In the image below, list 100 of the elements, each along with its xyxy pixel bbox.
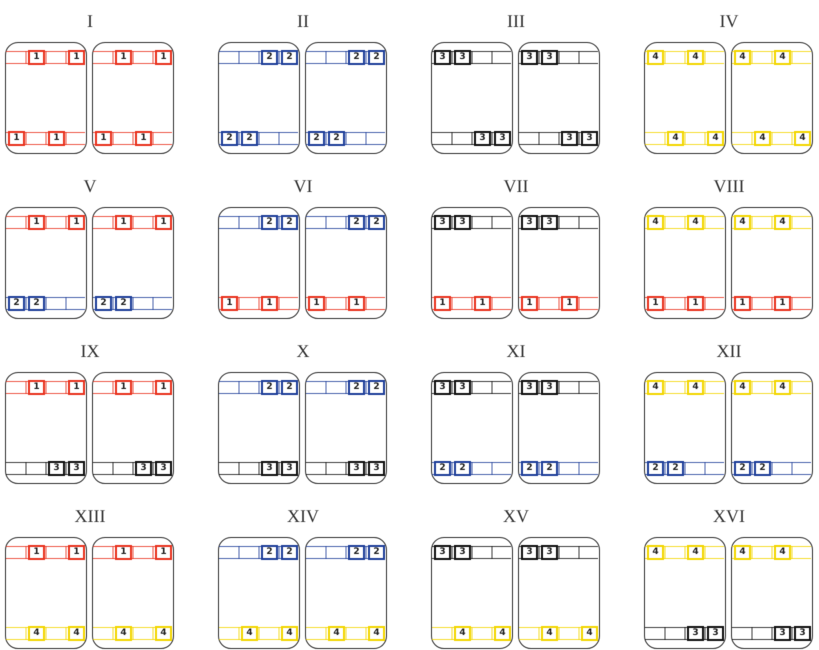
- numbered-cell: 3: [368, 461, 385, 476]
- panel-numeral: III: [506, 10, 526, 32]
- numbered-cell: 1: [474, 296, 491, 311]
- numbered-cell: 3: [454, 215, 471, 230]
- numbered-cell: 2: [667, 461, 684, 476]
- numbered-cell: 3: [541, 215, 558, 230]
- numbered-cell: 2: [348, 215, 365, 230]
- numbered-cell: 4: [541, 626, 558, 641]
- rounded-frame: [431, 372, 513, 484]
- numbered-cell: 2: [328, 131, 345, 146]
- rounded-frame: [92, 372, 174, 484]
- numbered-cell: 2: [368, 545, 385, 560]
- rounded-frame: [431, 537, 513, 649]
- numbered-cell: 4: [734, 545, 751, 560]
- numbered-cell: 2: [434, 461, 451, 476]
- numbered-cell: 4: [647, 545, 664, 560]
- numbered-cell: 1: [135, 131, 152, 146]
- rounded-frame: [218, 207, 300, 319]
- rounded-frame: [431, 207, 513, 319]
- rounded-frame: [518, 42, 600, 154]
- panel-numeral: XII: [716, 340, 742, 362]
- numbered-cell: 3: [434, 545, 451, 560]
- numbered-cell: 3: [521, 50, 538, 65]
- numbered-cell: 3: [521, 545, 538, 560]
- rounded-frame: [218, 42, 300, 154]
- numbered-cell: 3: [434, 50, 451, 65]
- numbered-cell: 4: [687, 380, 704, 395]
- numbered-cell: 1: [28, 215, 45, 230]
- numbered-cell: 4: [281, 626, 298, 641]
- numbered-cell: 2: [95, 296, 112, 311]
- numbered-cell: 2: [241, 131, 258, 146]
- numbered-cell: 1: [687, 296, 704, 311]
- rounded-frame: [644, 537, 726, 649]
- panel-numeral: XV: [502, 505, 530, 527]
- numbered-cell: 3: [581, 131, 598, 146]
- numbered-cell: 3: [454, 545, 471, 560]
- numbered-cell: 1: [115, 380, 132, 395]
- rounded-frame: [518, 537, 600, 649]
- numbered-cell: 1: [734, 296, 751, 311]
- numbered-cell: 3: [454, 50, 471, 65]
- numbered-cell: 3: [48, 461, 65, 476]
- numbered-cell: 2: [454, 461, 471, 476]
- numbered-cell: 2: [281, 545, 298, 560]
- numbered-cell: 4: [647, 50, 664, 65]
- numbered-cell: 3: [521, 380, 538, 395]
- numbered-cell: 3: [541, 380, 558, 395]
- numbered-cell: 4: [687, 215, 704, 230]
- rounded-frame: [305, 42, 387, 154]
- numbered-cell: 3: [541, 545, 558, 560]
- rounded-frame: [305, 207, 387, 319]
- numbered-cell: 4: [241, 626, 258, 641]
- numbered-cell: 4: [707, 131, 724, 146]
- numbered-cell: 3: [155, 461, 172, 476]
- numbered-cell: 1: [647, 296, 664, 311]
- rounded-frame: [731, 42, 813, 154]
- numbered-cell: 4: [687, 545, 704, 560]
- numbered-cell: 4: [494, 626, 511, 641]
- numbered-cell: 2: [754, 461, 771, 476]
- numbered-cell: 1: [68, 50, 85, 65]
- numbered-cell: 4: [647, 215, 664, 230]
- numbered-cell: 4: [774, 545, 791, 560]
- numbered-cell: 2: [647, 461, 664, 476]
- numbered-cell: 1: [48, 131, 65, 146]
- rounded-frame: [5, 372, 87, 484]
- numbered-cell: 1: [68, 545, 85, 560]
- numbered-cell: 4: [734, 380, 751, 395]
- numbered-cell: 2: [368, 50, 385, 65]
- numbered-cell: 1: [115, 545, 132, 560]
- numbered-cell: 1: [68, 215, 85, 230]
- panel-numeral: X: [296, 340, 310, 362]
- numbered-cell: 3: [434, 215, 451, 230]
- panel-numeral: II: [296, 10, 310, 32]
- numbered-cell: 4: [734, 215, 751, 230]
- numbered-cell: 3: [434, 380, 451, 395]
- rounded-frame: [5, 207, 87, 319]
- numbered-cell: 2: [734, 461, 751, 476]
- rounded-frame: [731, 372, 813, 484]
- numbered-cell: 2: [308, 131, 325, 146]
- numbered-cell: 4: [28, 626, 45, 641]
- panel-numeral: I: [86, 10, 94, 32]
- panel-numeral: IV: [718, 10, 740, 32]
- numbered-cell: 3: [261, 461, 278, 476]
- numbered-cell: 4: [368, 626, 385, 641]
- rounded-frame: [92, 537, 174, 649]
- numbered-cell: 1: [95, 131, 112, 146]
- panel-numeral: XIII: [74, 505, 106, 527]
- rounded-frame: [218, 372, 300, 484]
- numbered-cell: 3: [494, 131, 511, 146]
- numbered-cell: 2: [348, 50, 365, 65]
- numbered-cell: 2: [348, 380, 365, 395]
- rounded-frame: [644, 372, 726, 484]
- rounded-frame: [731, 537, 813, 649]
- numbered-cell: 2: [261, 50, 278, 65]
- panel-numeral: XIV: [286, 505, 320, 527]
- numbered-cell: 1: [261, 296, 278, 311]
- numbered-cell: 3: [474, 131, 491, 146]
- numbered-cell: 3: [68, 461, 85, 476]
- numbered-cell: 1: [434, 296, 451, 311]
- numbered-cell: 4: [115, 626, 132, 641]
- numbered-cell: 1: [115, 50, 132, 65]
